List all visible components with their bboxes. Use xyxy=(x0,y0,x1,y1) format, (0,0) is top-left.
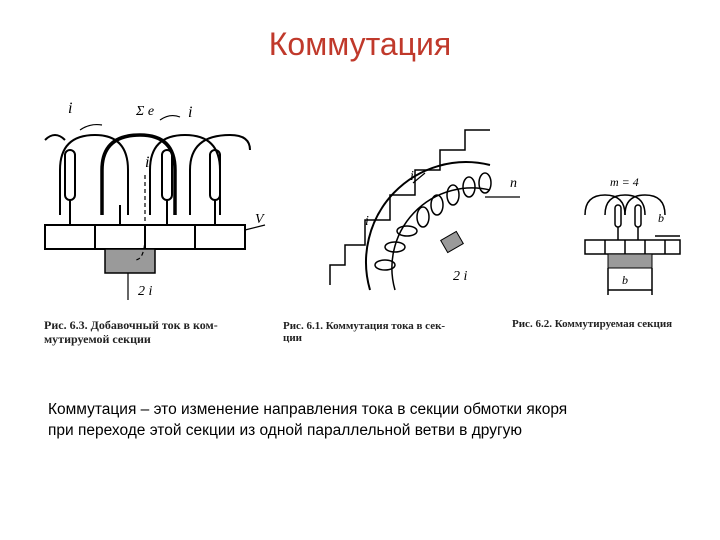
figure-6-3-diagram: i Σ e i i V 2 i xyxy=(44,100,266,300)
caption-fig-6-3-line-2: мутируемой секции xyxy=(44,332,151,346)
label-ia-left-2: i xyxy=(365,214,369,229)
label-bsh: b xyxy=(622,273,628,287)
caption-fig-6-1-line-1: Рис. 6.1. Коммутация тока в сек- xyxy=(283,320,446,332)
label-vk: V xyxy=(255,212,265,227)
body-line-2: при переходе этой секции из одной паралл… xyxy=(48,422,522,439)
caption-fig-6-3: Рис. 6.3. Добавочный ток в ком- мутируем… xyxy=(44,318,279,346)
caption-fig-6-3-line-1: Рис. 6.3. Добавочный ток в ком- xyxy=(44,318,218,332)
slide-title: Коммутация xyxy=(268,26,452,62)
label-n: n xyxy=(510,176,517,191)
label-2ia: 2 i xyxy=(138,284,153,299)
label-ia-top: i xyxy=(410,169,414,184)
caption-fig-6-2: Рис. 6.2. Коммутируемая секция xyxy=(512,318,717,330)
label-id: i xyxy=(145,154,149,171)
label-m: m = 4 xyxy=(610,175,639,189)
label-ia-right: i xyxy=(188,104,192,121)
caption-fig-6-1: Рис. 6.1. Коммутация тока в сек- ции xyxy=(283,320,508,344)
caption-fig-6-2-line-1: Рис. 6.2. Коммутируемая секция xyxy=(512,318,673,330)
label-bk: b xyxy=(658,211,664,225)
figure-6-1-diagram: i i n 2 i xyxy=(329,129,520,291)
body-line-1: Коммутация – это изменение направления т… xyxy=(48,401,568,418)
body-text: Коммутация – это изменение направления т… xyxy=(48,399,688,441)
label-sum-e: Σ e xyxy=(135,104,154,119)
figure-6-2-diagram: m = 4 b b xyxy=(584,175,681,295)
caption-fig-6-1-line-2: ции xyxy=(283,332,303,344)
label-2ia-2: 2 i xyxy=(453,269,468,284)
label-ia-left: i xyxy=(68,100,72,117)
